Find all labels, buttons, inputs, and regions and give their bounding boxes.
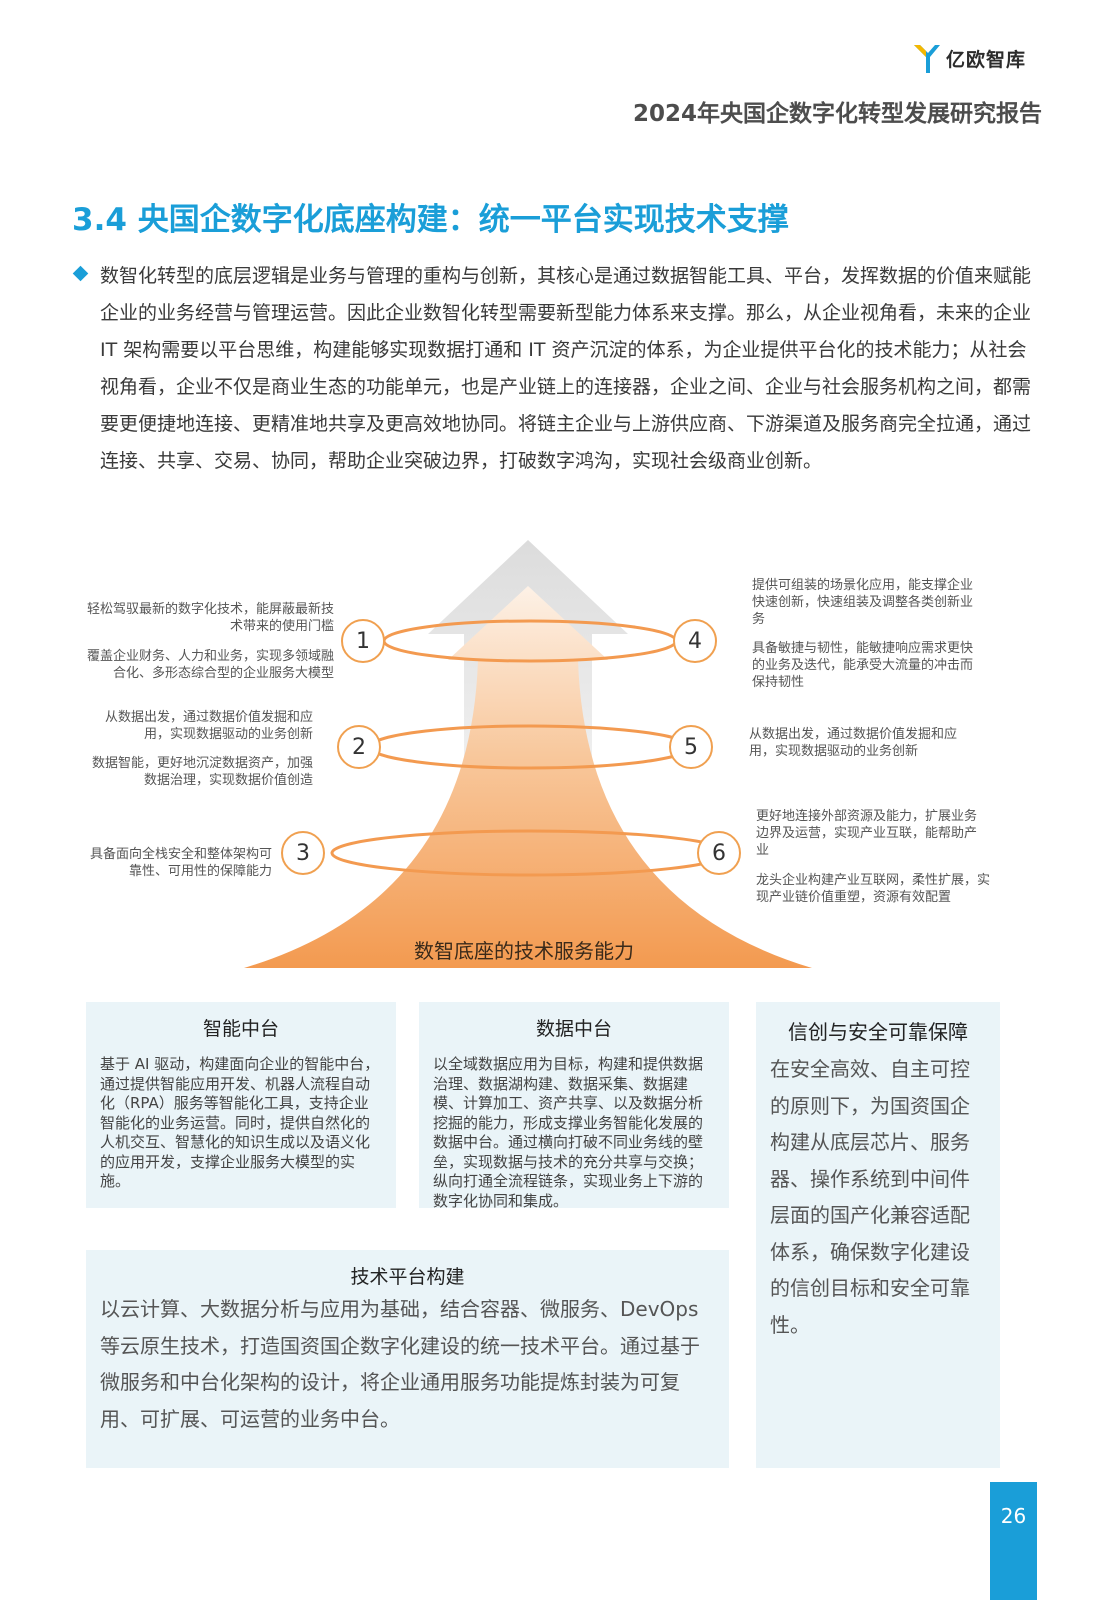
section-title: 3.4 央国企数字化底座构建：统一平台实现技术支撑 (72, 202, 789, 238)
brand-name: 亿欧智库 (946, 48, 1027, 71)
base-label: 数智底座的技术服务能力 (414, 939, 634, 963)
panel-xinchuang-title: 信创与安全可靠保障 (788, 1020, 968, 1044)
panel-shuju-body: 以全域数据应用为目标，构建和提供数据治理、数据湖构建、数据采集、数据建模、计算加… (433, 1055, 704, 1210)
intro-paragraph: 数智化转型的底层逻辑是业务与管理的重构与创新，其核心是通过数据智能工具、平台，发… (100, 265, 1032, 472)
node-6-text-a: 更好地连接外部资源及能力，扩展业务边界及运营，实现产业互联，能帮助产业 (756, 809, 978, 858)
node-4-text-b: 具备敏捷与韧性，能敏捷响应需求更快的业务及迭代，能承受大流量的冲击而保持韧性 (752, 641, 974, 690)
node-circle-2: 2 (337, 725, 381, 769)
node-circle-4: 4 (673, 619, 717, 663)
node-6-text-b: 龙头企业构建产业互联网，柔性扩展，实现产业链价值重塑，资源有效配置 (756, 873, 991, 905)
node-circle-1: 1 (341, 619, 385, 663)
panel-jishu-pingtai: 技术平台构建 以云计算、大数据分析与应用为基础，结合容器、微服务、DevOps等… (86, 1250, 729, 1468)
bullet-diamond-icon (72, 265, 89, 282)
panel-shuju-zhongtai: 数据中台 以全域数据应用为目标，构建和提供数据治理、数据湖构建、数据采集、数据建… (419, 1002, 729, 1210)
node-2-text-b: 数据智能，更好地沉淀数据资产，加强数据治理，实现数据价值创造 (91, 756, 313, 788)
node-circle-6: 6 (697, 831, 741, 875)
panel-xinchuang-body: 在安全高效、自主可控的原则下，为国资国企构建从底层芯片、服务器、操作系统到中间件… (770, 1057, 970, 1337)
node-circle-5: 5 (669, 725, 713, 769)
panel-zhineng-title: 智能中台 (202, 1018, 279, 1040)
node-4-text-a: 提供可组装的场景化应用，能支撑企业快速创新，快速组装及调整各类创新业务 (752, 578, 974, 627)
panel-shuju-title: 数据中台 (535, 1018, 612, 1040)
panel-jishu-title: 技术平台构建 (350, 1266, 465, 1288)
node-3-text-a: 具备面向全栈安全和整体架构可靠性、可用性的保障能力 (89, 847, 272, 879)
node-circle-3: 3 (281, 831, 325, 875)
node-1-text-b: 覆盖企业财务、人力和业务，实现多领域融合化、多形态综合型的企业服务大模型 (86, 649, 334, 681)
brand-logo-icon (914, 45, 940, 73)
node-5-text-a: 从数据出发，通过数据价值发掘和应用，实现数据驱动的业务创新 (749, 727, 958, 759)
report-title: 2024年央国企数字化转型发展研究报告 (632, 101, 1042, 127)
brand-logo: 亿欧智库 (912, 40, 1042, 76)
panel-xinchuang: 信创与安全可靠保障 在安全高效、自主可控的原则下，为国资国企构建从底层芯片、服务… (756, 1002, 1000, 1468)
panel-jishu-body: 以云计算、大数据分析与应用为基础，结合容器、微服务、DevOps等云原生技术，打… (100, 1297, 700, 1431)
page-number: 26 (990, 1482, 1037, 1600)
panel-zhineng-zhongtai: 智能中台 基于 AI 驱动，构建面向企业的智能中台，通过提供智能应用开发、机器人… (86, 1002, 396, 1208)
node-1-text-a: 轻松驾驭最新的数字化技术，能屏蔽最新技术带来的使用门槛 (86, 602, 334, 634)
capability-diagram: 1 4 2 5 3 6 轻松驾驭最新的数字化技术，能屏蔽最新技术带来的使用门槛 … (0, 540, 1108, 1000)
panel-zhineng-body: 基于 AI 驱动，构建面向企业的智能中台，通过提供智能应用开发、机器人流程自动化… (100, 1055, 380, 1190)
node-2-text-a: 从数据出发，通过数据价值发掘和应用，实现数据驱动的业务创新 (104, 710, 313, 742)
